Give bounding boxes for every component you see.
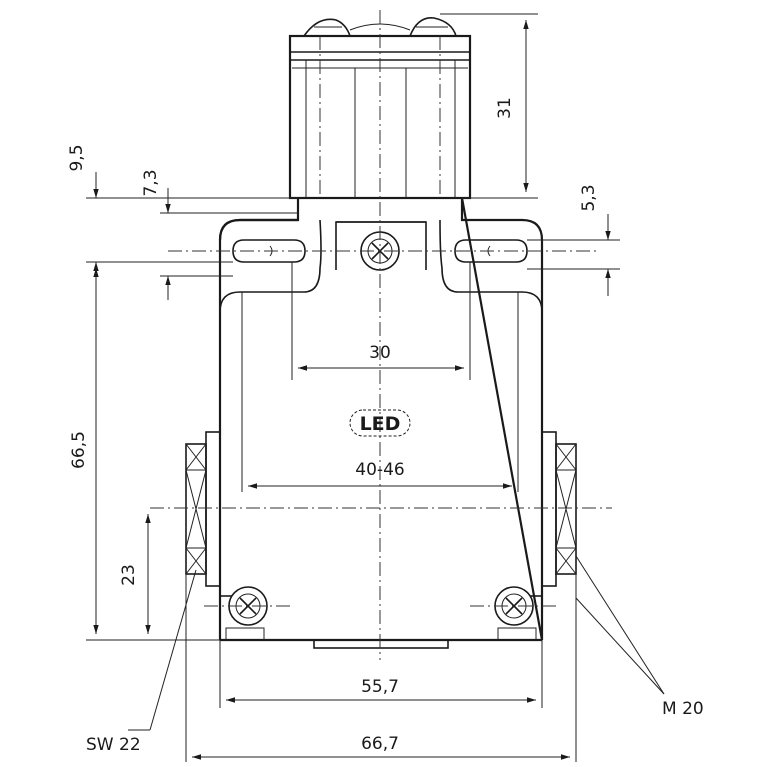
dim-actuator-height: 31	[495, 97, 515, 119]
switch-body	[218, 197, 544, 649]
callout-wrench-size: SW 22	[86, 735, 141, 755]
extension-lines	[86, 13, 620, 762]
dim-top-offset: 9,5	[67, 144, 87, 171]
dimension-labels: 31 9,5 7,3 5,3 30 40-46 66,5 23 55,7 66,…	[67, 97, 704, 755]
center-lines	[150, 10, 612, 660]
dim-overall-width: 66,7	[361, 734, 399, 754]
led-label: LED	[360, 413, 401, 435]
dim-slot-offset: 7,3	[141, 169, 161, 196]
dim-slot-height: 5,3	[579, 184, 599, 211]
cable-gland-left	[185, 431, 221, 587]
dim-gland-offset: 23	[119, 564, 139, 586]
dim-mounting-spacing: 30	[369, 343, 391, 363]
dim-body-width: 55,7	[361, 677, 399, 697]
dim-inner-width: 40-46	[355, 460, 404, 480]
cable-gland-right	[541, 431, 577, 587]
callout-thread: M 20	[662, 699, 704, 719]
dim-body-height: 66,5	[69, 431, 89, 469]
led-indicator: LED	[349, 409, 411, 437]
leader-lines	[128, 555, 665, 731]
dimension-lines	[93, 20, 611, 760]
